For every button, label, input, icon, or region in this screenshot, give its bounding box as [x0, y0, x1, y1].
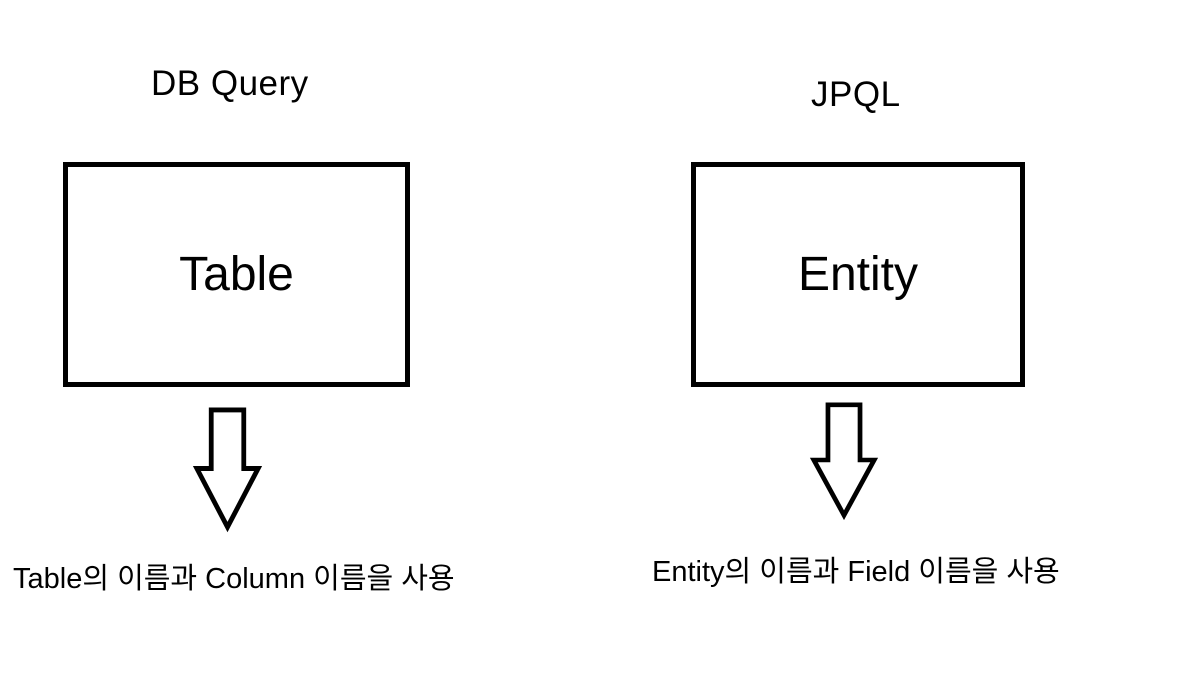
right-column-title: JPQL	[811, 75, 901, 114]
entity-box: Entity	[691, 162, 1025, 387]
left-column-caption: Table의 이름과 Column 이름을 사용	[13, 563, 455, 595]
entity-box-label: Entity	[797, 247, 919, 301]
left-column-title: DB Query	[151, 64, 309, 103]
table-box: Table	[63, 162, 410, 387]
down-arrow-icon	[809, 402, 879, 521]
right-column-caption: Entity의 이름과 Field 이름을 사용	[652, 556, 1060, 588]
down-arrow-icon	[192, 407, 263, 533]
table-box-label: Table	[179, 247, 294, 301]
